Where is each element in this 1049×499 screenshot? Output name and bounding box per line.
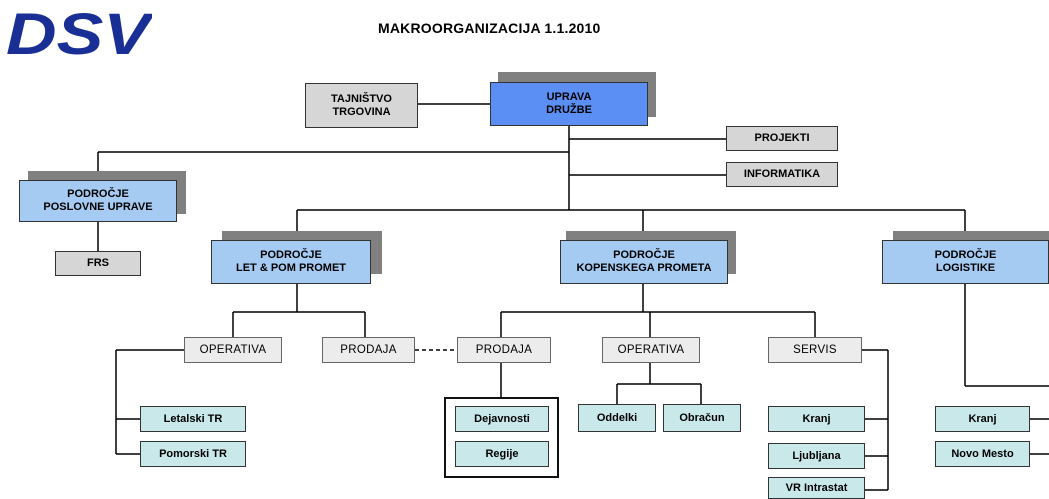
node-poslovne-uprave: PODROČJE POSLOVNE UPRAVE [19,180,177,222]
node-oddelki: Oddelki [578,404,656,432]
node-k-prodaja: PRODAJA [457,337,551,363]
node-tajnistvo: TAJNIŠTVO TRGOVINA [305,83,418,128]
node-lp-prodaja: PRODAJA [322,337,415,363]
node-k-operativa: OPERATIVA [602,337,700,363]
node-let-pom-promet: PODROČJE LET & POM PROMET [211,240,371,284]
chart-title: MAKROORGANIZACIJA 1.1.2010 [378,20,601,36]
node-projekti: PROJEKTI [726,126,838,151]
dsv-logo: DSV [6,8,152,58]
node-obracun: Obračun [663,404,741,432]
node-kopenskega-prometa: PODROČJE KOPENSKEGA PROMETA [560,240,728,284]
node-servis-vr-intrastat: VR Intrastat [768,477,865,499]
node-logistike: PODROČJE LOGISTIKE [882,240,1049,284]
node-k-servis: SERVIS [768,337,862,363]
node-servis-ljubljana: Ljubljana [768,443,865,469]
node-logistika-kranj: Kranj [935,406,1030,432]
node-uprava: UPRAVA DRUŽBE [490,82,648,126]
node-servis-kranj: Kranj [768,406,865,432]
node-informatika: INFORMATIKA [726,162,838,187]
node-logistika-novo-mesto: Novo Mesto [935,441,1030,467]
logo-text: DSV [6,8,152,58]
node-regije: Regije [455,441,549,467]
node-pomorski-tr: Pomorski TR [140,441,246,467]
node-frs: FRS [55,251,141,276]
node-lp-operativa: OPERATIVA [184,337,282,363]
node-dejavnosti: Dejavnosti [455,406,549,432]
node-letalski-tr: Letalski TR [140,406,246,432]
